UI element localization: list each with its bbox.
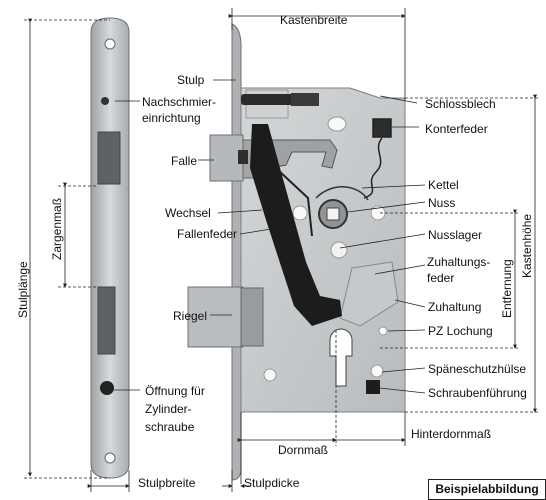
label-fallenfeder: Fallenfeder xyxy=(177,227,238,241)
label-entfernung: Entfernung xyxy=(500,259,514,318)
label-konterfeder: Konterfeder xyxy=(425,122,488,136)
front-plate xyxy=(90,17,130,479)
label-riegel: Riegel xyxy=(173,309,208,323)
label-dornmass: Dornmaß xyxy=(278,443,329,457)
label-hinterdornmass: Hinterdornmaß xyxy=(411,427,492,441)
label-schlossblech: Schlossblech xyxy=(425,97,496,111)
label-oeffnung-1: Öffnung für xyxy=(145,384,205,398)
label-nachschmier-2: einrichtung xyxy=(142,111,201,125)
label-zuhaltung: Zuhaltung xyxy=(428,300,482,314)
label-nusslager: Nusslager xyxy=(428,228,483,242)
label-wechsel: Wechsel xyxy=(165,206,211,220)
cylinder-hole xyxy=(329,328,380,394)
label-kettel: Kettel xyxy=(428,178,459,192)
counter-spring xyxy=(363,118,392,199)
label-oeffnung-2: Zylinder- xyxy=(145,402,192,416)
label-falle: Falle xyxy=(171,154,198,168)
label-stulp: Stulp xyxy=(177,73,205,87)
label-spaeneschutzhuelse: Späneschutzhülse xyxy=(428,362,527,376)
label-schraubenfuehrung: Schraubenführung xyxy=(428,386,527,400)
leader-lines xyxy=(24,8,540,492)
example-image-badge: Beispielabbildung xyxy=(428,479,546,500)
side-faceplate xyxy=(231,23,242,481)
label-kastenbreite: Kastenbreite xyxy=(280,13,348,27)
label-stulpbreite: Stulpbreite xyxy=(138,476,196,490)
top-rod xyxy=(241,93,319,106)
label-nuss: Nuss xyxy=(428,196,456,210)
label-zuhaltungsfeder-2: feder xyxy=(427,271,455,285)
label-oeffnung-3: schraube xyxy=(145,420,195,434)
label-pz-lochung: PZ Lochung xyxy=(428,324,493,338)
label-zargenmass: Zargenmaß xyxy=(50,197,64,260)
deadbolt xyxy=(187,286,264,348)
label-nachschmier-1: Nachschmier- xyxy=(142,95,217,109)
follower-hub xyxy=(315,186,369,229)
label-stulplaenge: Stulplänge xyxy=(16,261,30,318)
label-stulpdicke: Stulpdicke xyxy=(244,476,300,490)
lever xyxy=(250,124,342,326)
label-kastenhoehe: Kastenhöhe xyxy=(520,213,534,278)
label-zuhaltungsfeder-1: Zuhaltungs- xyxy=(427,255,491,269)
